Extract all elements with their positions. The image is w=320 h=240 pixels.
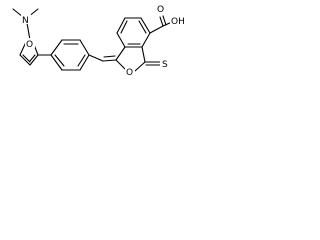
lactone-oxygen-label-mask [125, 66, 135, 76]
n-furan-bond [26, 22, 31, 41]
benzene-bond-1 [50, 39, 63, 56]
lactone-oxygen-label: O [126, 68, 133, 78]
furan-oxygen-label: O [26, 40, 33, 50]
hydroxyl-label: OH [171, 17, 185, 27]
benzene-bond-3 [79, 39, 90, 56]
carboxyl-c-bond [149, 25, 164, 34]
phenyl-ch-bond [88, 54, 104, 62]
carboxyl-c-o-double-inner [162, 15, 167, 26]
benzene-inner-double-2 [77, 54, 86, 67]
benzene-bond-6 [50, 54, 63, 71]
fused-bond-3 [140, 17, 151, 34]
fused-bond-5 [116, 17, 126, 34]
isobenzofuranone-ring [115, 46, 164, 72]
chemical-structure-diagram: N O O S O OH [12, 4, 188, 78]
thione-sulfur-label-mask [160, 58, 170, 68]
benzene-inner-double-3 [54, 54, 65, 67]
carbonyl-oxygen-label-mask [156, 4, 166, 14]
furan-oxygen-label-mask [25, 38, 35, 48]
fused-benzene-ring [116, 17, 151, 48]
methylidene-linker [88, 54, 117, 62]
furan-bond-c2-c3-double [22, 54, 31, 63]
exocyclic-double-bond-inner [103, 55, 116, 58]
nitrogen-label-mask [21, 14, 31, 24]
benzene-bond-4 [79, 54, 90, 71]
lactone-bond-c3-c3a [141, 46, 146, 63]
furan-bond-c3-c4-double [29, 54, 36, 62]
furan-bond-c2-c3 [19, 54, 31, 66]
atom-labels: N O O S O OH [21, 4, 188, 78]
fused-inner-double-2 [138, 20, 147, 34]
fused-bond-6 [116, 32, 126, 48]
lactone-bond-c1-c7a [115, 46, 126, 61]
carboxyl-c-o-double [159, 16, 164, 27]
lactone-bond-c1-o2 [115, 59, 127, 71]
carbonyl-oxygen-label: O [157, 5, 164, 15]
fused-inner-double-3 [120, 20, 128, 34]
carboxylic-acid-group [149, 15, 173, 34]
fused-bond-2 [141, 32, 151, 48]
nitrogen-label: N [22, 16, 29, 26]
hydroxyl-label-mask [170, 15, 188, 25]
exocyclic-double-bond [102, 59, 117, 62]
lactone-bond-o2-c3 [134, 61, 146, 72]
furan-bond-c3-c4 [29, 54, 39, 66]
thione-sulfur-label: S [162, 60, 168, 70]
furan-ring [19, 41, 52, 66]
benzene-ring [50, 39, 90, 71]
